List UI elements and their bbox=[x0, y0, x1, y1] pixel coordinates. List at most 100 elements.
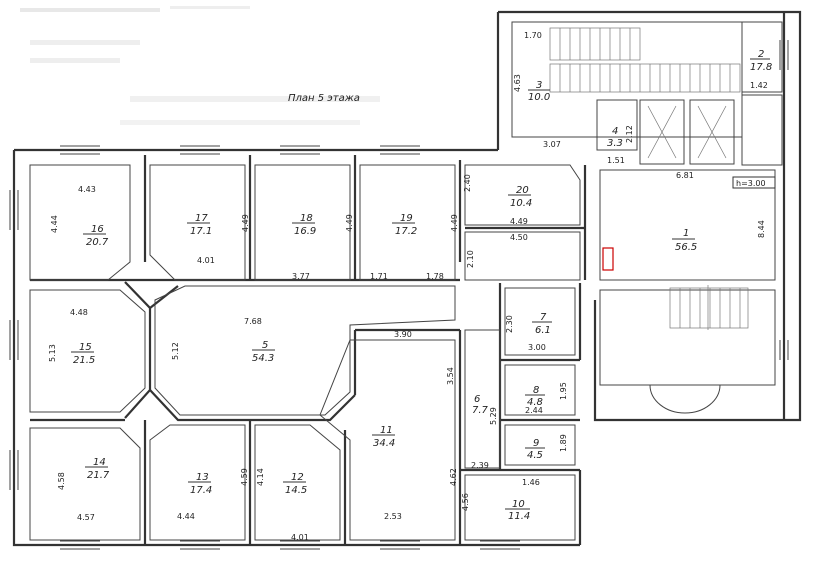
plan-label: 4.14 bbox=[256, 468, 265, 486]
plan-label: 4.58 bbox=[57, 472, 66, 490]
plan-label: 18 bbox=[300, 213, 313, 224]
plan-label: 17.1 bbox=[190, 226, 212, 237]
plan-label: 17.4 bbox=[190, 485, 212, 496]
plan-label: 1.71 bbox=[370, 272, 388, 281]
room-17: 17 17.1 bbox=[187, 213, 212, 237]
plan-label: 14.5 bbox=[285, 485, 307, 496]
plan-label: 8.44 bbox=[757, 220, 766, 238]
plan-label: 6.81 bbox=[676, 171, 694, 180]
plan-label: 21.7 bbox=[87, 470, 110, 481]
plan-label: 7.68 bbox=[244, 317, 262, 326]
plan-label: 3.3 bbox=[607, 138, 623, 149]
hall-stair bbox=[669, 285, 749, 330]
plan-title: План 5 этажа bbox=[288, 93, 360, 104]
plan-label: 3.00 bbox=[528, 343, 546, 352]
plan-label: 2.44 bbox=[525, 406, 543, 415]
plan-label: 1.89 bbox=[559, 434, 568, 452]
plan-label: 1.42 bbox=[750, 81, 768, 90]
plan-label: 7.7 bbox=[472, 405, 489, 416]
plan-label: 10.0 bbox=[528, 92, 550, 103]
plan-label: 5.12 bbox=[171, 342, 180, 360]
plan-label: 16.9 bbox=[294, 226, 316, 237]
plan-label: 13 bbox=[196, 472, 209, 483]
plan-label: 2.53 bbox=[384, 512, 402, 521]
room-9: 94.5 bbox=[525, 438, 545, 461]
plan-label: 4.5 bbox=[527, 450, 543, 461]
room-4: 43.3 bbox=[607, 126, 623, 149]
plan-label: 14 bbox=[93, 457, 106, 468]
room-3: 310.0 bbox=[528, 80, 550, 103]
plan-label: 1.70 bbox=[524, 31, 542, 40]
plan-label: 4.49 bbox=[510, 217, 528, 226]
plan-label: 9 bbox=[533, 438, 539, 449]
room-5: 554.3 bbox=[252, 340, 275, 364]
room-18: 18 16.9 bbox=[292, 213, 316, 237]
plan-label: 6 bbox=[474, 394, 480, 405]
plan-label: 4.63 bbox=[513, 74, 522, 92]
plan-label: 4.49 bbox=[345, 214, 354, 232]
room-15: 15 21.5 bbox=[71, 342, 95, 366]
plan-label: 15 bbox=[79, 342, 92, 353]
plan-label: 3.07 bbox=[543, 140, 561, 149]
plan-label: 4.49 bbox=[450, 214, 459, 232]
plan-label: 17 bbox=[195, 213, 208, 224]
window-marks bbox=[9, 40, 789, 550]
plan-label: 4.8 bbox=[527, 397, 543, 408]
outer-walls bbox=[12, 10, 802, 547]
plan-label: 17.2 bbox=[395, 226, 417, 237]
plan-label: 1.51 bbox=[607, 156, 625, 165]
plan-label: 4.43 bbox=[78, 185, 96, 194]
plan-label: 1.95 bbox=[559, 382, 568, 400]
plan-label: 2.40 bbox=[463, 174, 472, 192]
room-outlines bbox=[29, 164, 776, 541]
room-8: 84.8 bbox=[525, 385, 545, 408]
plan-label: 2.30 bbox=[505, 315, 514, 333]
plan-label: 4.01 bbox=[291, 533, 309, 542]
plan-label: 3.90 bbox=[394, 330, 412, 339]
room-16: 16 20.7 bbox=[83, 224, 109, 248]
plan-label: 16 bbox=[91, 224, 104, 235]
plan-label: 7 bbox=[540, 312, 547, 323]
height-notice: h=3.00 bbox=[736, 179, 766, 188]
plan-label: 21.5 bbox=[73, 355, 95, 366]
plan-label: 54.3 bbox=[252, 353, 274, 364]
plan-label: 4.57 bbox=[77, 513, 95, 522]
plan-label: 2.10 bbox=[466, 250, 475, 268]
plan-label: 5 bbox=[262, 340, 268, 351]
room-1: 156.5 bbox=[672, 228, 697, 253]
plan-label: 4.48 bbox=[70, 308, 88, 317]
plan-label: 56.5 bbox=[675, 242, 697, 253]
plan-label: 4.56 bbox=[461, 493, 470, 511]
plan-label: 1 bbox=[683, 228, 689, 239]
plan-label: 4.44 bbox=[50, 215, 59, 233]
stair-block bbox=[511, 21, 783, 166]
plan-label: 6.1 bbox=[535, 325, 551, 336]
plan-label: 4.44 bbox=[177, 512, 195, 521]
room-11: 11 34.4 bbox=[372, 425, 395, 449]
room-14: 14 21.7 bbox=[85, 457, 110, 481]
plan-label: 20 bbox=[516, 185, 529, 196]
red-marker bbox=[602, 247, 614, 271]
plan-label: 3.54 bbox=[446, 367, 455, 385]
plan-label: 8 bbox=[533, 385, 539, 396]
plan-label: 20.7 bbox=[86, 237, 109, 248]
plan-label: 2 bbox=[758, 49, 764, 60]
room-13: 13 17.4 bbox=[188, 472, 212, 496]
room-2: 217.8 bbox=[750, 49, 772, 73]
plan-label: 5.29 bbox=[489, 407, 498, 425]
plan-label: 34.4 bbox=[373, 438, 395, 449]
plan-label: 4.59 bbox=[240, 468, 249, 486]
room-6: 67.7 bbox=[472, 394, 489, 416]
room-labels: 156.5 217.8 310.0 43.3 554.3 67.7 76.1 8… bbox=[71, 49, 772, 522]
plan-label: 5.13 bbox=[48, 344, 57, 362]
plan-label: 4.49 bbox=[241, 214, 250, 232]
plan-label: 1.46 bbox=[522, 478, 540, 487]
plan-label: 11 bbox=[380, 425, 393, 436]
height-notice-box bbox=[732, 176, 776, 189]
